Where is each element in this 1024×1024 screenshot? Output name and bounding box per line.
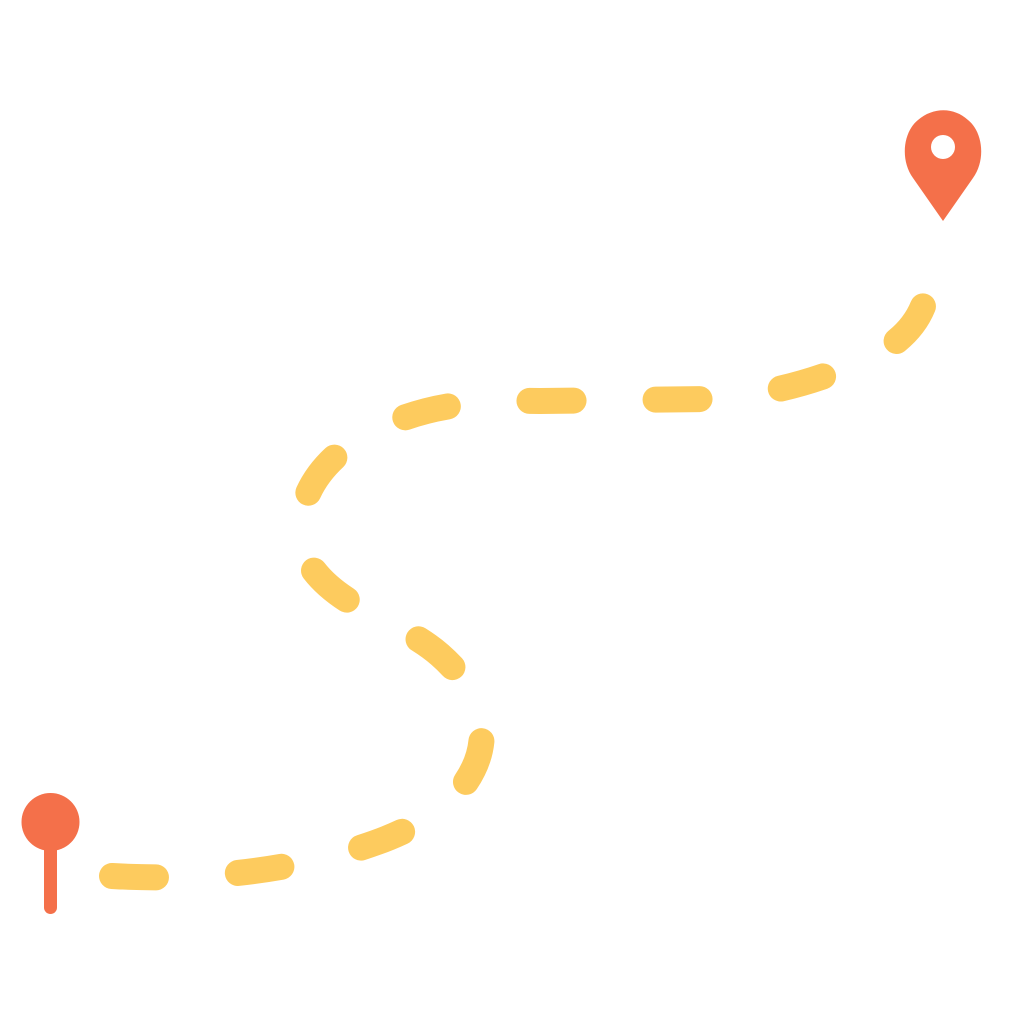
dashed-route-line — [99, 252, 943, 891]
start-pin-icon — [21, 793, 80, 914]
location-pin-icon — [904, 110, 982, 221]
